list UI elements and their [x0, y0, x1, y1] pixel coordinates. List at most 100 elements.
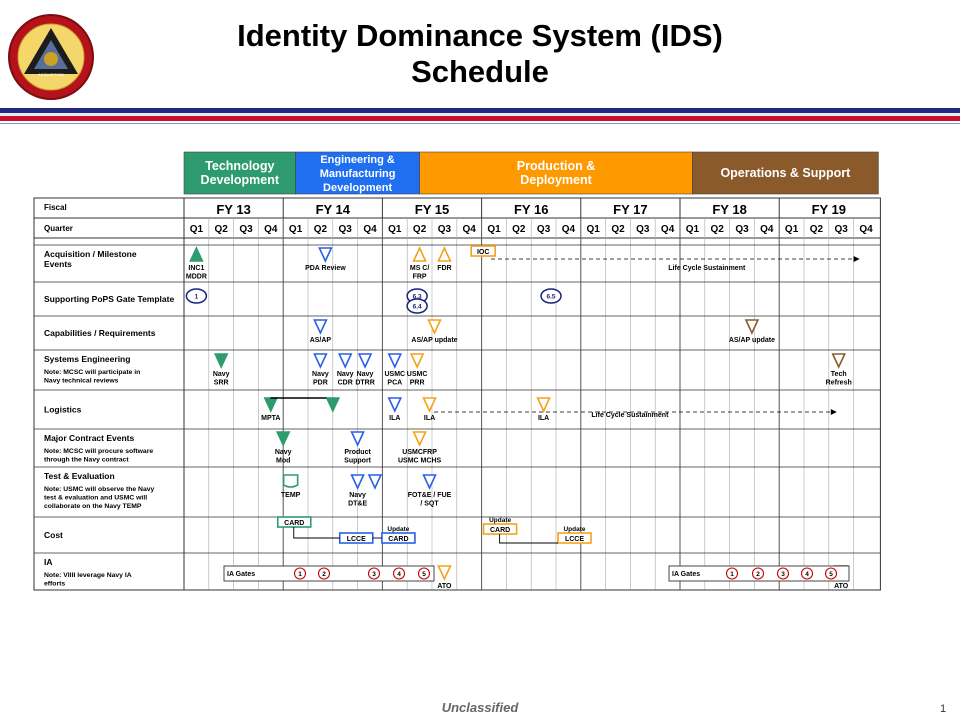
quarter-label: Q3 [339, 224, 353, 235]
document-marker [282, 474, 299, 488]
page-number: 1 [940, 703, 947, 715]
event-box [276, 516, 312, 528]
quarter-label: Q4 [859, 224, 873, 235]
quarter-label: Q2 [215, 224, 229, 235]
quarter-label: Q1 [785, 224, 799, 235]
ia-gate-circle [725, 567, 739, 580]
ia-gates-label: IA Gates [227, 571, 255, 578]
header-rule-thin [0, 123, 960, 124]
milestone-triangle-down [387, 353, 403, 369]
milestone-triangle-down [422, 474, 437, 490]
row-title: IA [44, 557, 53, 567]
fiscal-year-label: FY 15 [415, 202, 449, 217]
milestone-label: AS/AP [310, 337, 332, 344]
ia-gate-circle [392, 567, 406, 580]
title-line-1: Identity Dominance System (IDS) [237, 18, 723, 53]
phase-label: Engineering & [320, 154, 395, 166]
phase-label: Manufacturing [320, 168, 396, 180]
milestone-label: ILA [424, 415, 435, 422]
milestone-label: ILA [538, 415, 549, 422]
milestone-label: DTRR [355, 380, 374, 387]
fiscal-year-label: FY 18 [712, 202, 746, 217]
milestone-label: Navy [312, 371, 329, 378]
phase-label: Development [201, 173, 280, 187]
milestone-triangle-down [337, 353, 353, 369]
quarter-label: Q1 [289, 224, 303, 235]
row-title: Systems Engineering [44, 354, 130, 364]
milestone-label: FOT&E / FUE [408, 492, 452, 499]
phase-block [295, 151, 420, 195]
sustainment-label: Life Cycle Sustainment [591, 412, 669, 419]
ia-gate-number: 1 [730, 571, 734, 578]
milestone-label: MS C/ [410, 265, 430, 272]
phase-label: Production & [517, 159, 595, 173]
row-title: Major Contract Events [44, 433, 134, 443]
gate-circle [185, 288, 208, 304]
quarter-label: Q1 [190, 224, 204, 235]
cost-connector [499, 534, 558, 544]
row-title: Acquisition / Milestone [44, 249, 137, 259]
page-title: Identity Dominance System (IDS) Schedule [150, 18, 810, 90]
milestone-label: USMC [407, 371, 428, 378]
row-note: Note: VIIII leverage Navy IA [44, 572, 132, 579]
milestone-label: MPTA [261, 415, 280, 422]
gate-circle [406, 298, 428, 314]
footer-classification: Unclassified [441, 700, 519, 715]
milestone-label: Navy [337, 371, 354, 378]
ia-gate-circle [800, 567, 814, 580]
milestone-triangle-down [318, 247, 333, 263]
milestone-label: INC1 [188, 265, 204, 272]
row-note: efforts [44, 581, 65, 588]
ia-gate-circle [751, 567, 765, 580]
phase-label: Operations & Support [720, 166, 851, 180]
fiscal-year-label: FY 14 [316, 202, 351, 217]
row-note: collaborate on the Navy TEMP [44, 503, 142, 510]
milestone-label: Navy [349, 492, 366, 499]
milestone-label: ATO [437, 583, 452, 590]
milestone-label: CDR [338, 380, 353, 387]
milestone-triangle-down [350, 474, 365, 490]
quarter-label: Q4 [760, 224, 774, 235]
milestone-label: ILA [389, 415, 400, 422]
row-title: Events [44, 259, 72, 269]
milestone-triangle-down [325, 397, 341, 413]
event-box-caption: Update [387, 526, 409, 533]
ia-gate-number: 4 [805, 571, 809, 578]
quarter-label: Q2 [512, 224, 526, 235]
sustainment-arrowhead [830, 409, 837, 415]
quarter-label: Q3 [537, 224, 551, 235]
quarter-label: Q4 [661, 224, 675, 235]
row-title: Capabilities / Requirements [44, 328, 156, 338]
ia-gate-number: 2 [756, 571, 760, 578]
milestone-triangle-up [189, 246, 204, 262]
event-box-label: CARD [388, 536, 408, 543]
milestone-triangle-down [831, 353, 846, 369]
milestone-triangle-down [213, 353, 229, 369]
milestone-label: SRR [214, 380, 229, 387]
quarter-label: Q3 [239, 224, 253, 235]
fiscal-year-label: FY 13 [216, 202, 250, 217]
milestone-label: FDR [437, 265, 451, 272]
ia-gate-circle [367, 567, 381, 580]
header-rule-blue [0, 108, 960, 113]
quarter-label: Q3 [438, 224, 452, 235]
milestone-triangle-up [437, 246, 452, 262]
fiscal-year-label: FY 17 [613, 202, 647, 217]
quarter-label: Q1 [388, 224, 402, 235]
phase-block [692, 151, 879, 195]
milestone-label: Navy [275, 449, 292, 456]
fiscal-year-label: FY 19 [812, 202, 846, 217]
phase-block [183, 151, 296, 195]
header-rule-red [0, 116, 960, 121]
row-title: Test & Evaluation [44, 471, 115, 481]
milestone-label: FRP [413, 274, 427, 281]
milestone-triangle-down [536, 397, 551, 413]
quarter-label: Q3 [636, 224, 650, 235]
row-title: Cost [44, 530, 63, 540]
milestone-triangle-down [427, 319, 442, 335]
quarter-label: Q2 [711, 224, 725, 235]
quarter-label: Q2 [810, 224, 824, 235]
gate-circle [540, 288, 562, 304]
ia-gate-circle [293, 567, 307, 580]
